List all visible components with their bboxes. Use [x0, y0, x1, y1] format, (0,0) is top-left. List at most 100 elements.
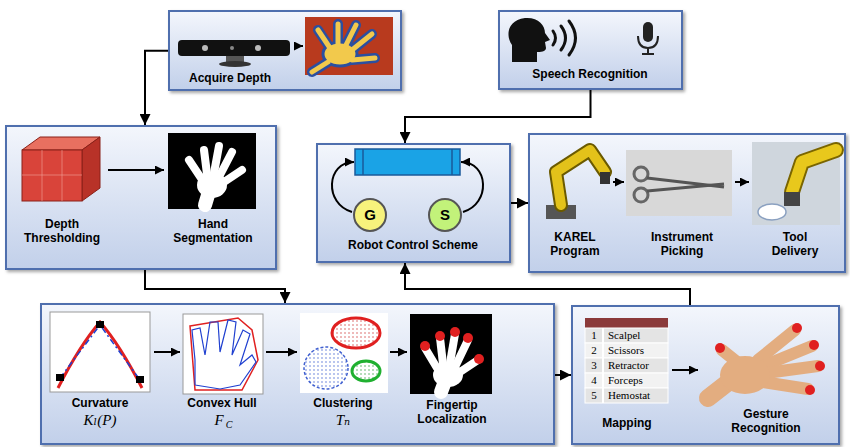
gesture-hand	[708, 323, 825, 398]
step-arrow	[672, 369, 698, 371]
hand-skin	[708, 330, 818, 398]
finger	[460, 360, 478, 372]
finger	[346, 25, 356, 45]
segmented-hand	[168, 133, 256, 209]
depth-background	[305, 17, 393, 75]
fingertip-dots	[420, 327, 484, 364]
fingertip-dot	[815, 361, 825, 371]
table-cell: Forceps	[608, 373, 666, 388]
volume-top	[22, 137, 100, 150]
step-arrow	[154, 351, 180, 353]
finger	[425, 348, 437, 368]
robot-base	[546, 205, 576, 219]
wrist	[441, 384, 444, 392]
step-arrow	[266, 351, 297, 353]
table-index: 5	[586, 388, 602, 403]
volume-grid	[22, 150, 82, 201]
curvature-plot	[50, 312, 150, 392]
chord-line	[60, 325, 140, 380]
gripper	[784, 192, 800, 206]
flow-arrow	[511, 202, 528, 204]
arm-outline	[556, 150, 605, 205]
finger	[758, 330, 795, 360]
microphone	[638, 22, 658, 54]
mapping-table	[585, 318, 668, 403]
process-panel: KAREL Program Instrument Picking Tool Deli…	[528, 133, 846, 273]
wrist	[205, 195, 208, 205]
finger	[766, 366, 818, 373]
forceps-ring	[634, 188, 648, 202]
kinect-lens	[230, 46, 234, 50]
block-divider	[451, 149, 453, 175]
fingertip-dot	[463, 333, 473, 343]
step-arrow	[294, 45, 303, 47]
mic-holder	[638, 36, 658, 48]
finger	[352, 34, 372, 50]
step-label: Depth Thresholding	[16, 217, 108, 246]
finger	[189, 160, 201, 178]
table-index: 2	[586, 343, 602, 358]
hand-fill	[312, 24, 375, 72]
mic-head	[643, 22, 653, 42]
process-panel: Acquire Depth	[168, 10, 402, 91]
table-row	[585, 343, 668, 358]
kinect-lens	[202, 45, 208, 51]
mask-background	[410, 314, 492, 394]
process-panel: CurvatureKₗ(P)Convex HullFCClusteringTₙF…	[40, 303, 555, 445]
forceps-shaft	[647, 184, 724, 191]
arm-body	[792, 150, 836, 192]
fingertip-dot	[450, 327, 460, 337]
fingertip-dot	[805, 385, 815, 395]
step-label: Instrument Picking	[636, 230, 728, 259]
block-divider	[362, 149, 364, 175]
cluster-ring	[352, 361, 380, 381]
sound-wave	[561, 26, 566, 50]
hull-polygon	[190, 318, 258, 390]
column-divider	[602, 328, 604, 403]
flow-arrow	[145, 270, 285, 303]
table-cell: Retractor	[608, 358, 666, 373]
step-label: Convex Hull	[172, 396, 272, 410]
forceps-ring	[634, 167, 648, 181]
table-index: 4	[586, 373, 602, 388]
math-symbol: C	[224, 419, 234, 431]
table-cell: Scissors	[608, 343, 666, 358]
palm	[720, 356, 770, 394]
step-label: Hand Segmentation	[163, 217, 263, 246]
convex-hull-plot	[183, 314, 263, 394]
math-symbol: Tₙ	[313, 411, 373, 429]
process-panel: Speech Recognition	[498, 10, 683, 90]
flow-arrow	[555, 374, 571, 376]
fingertip-dot	[435, 331, 445, 341]
sample-point	[96, 321, 104, 328]
sample-point	[136, 376, 144, 383]
table-cell: Hemostat	[608, 388, 666, 403]
step-label: Acquire Depth	[170, 71, 290, 85]
fingertip-dot	[474, 354, 484, 364]
math-symbol: Kₗ(P)	[60, 411, 140, 429]
wrist	[708, 384, 726, 398]
arm-outline	[792, 150, 836, 192]
feedback-loop	[461, 162, 483, 212]
flow-arrow	[145, 51, 168, 125]
step-label: Mapping	[582, 416, 672, 430]
arm-body	[556, 150, 605, 205]
grid-line	[42, 150, 43, 201]
finger	[333, 24, 343, 45]
sound-waves	[553, 21, 576, 55]
step-arrow	[390, 351, 407, 353]
table-index: 1	[586, 328, 602, 343]
step-label: Speech Recognition	[505, 67, 675, 81]
table-index: 3	[586, 358, 602, 373]
plot-frame	[50, 312, 150, 392]
kinect-sensor	[178, 40, 290, 67]
photo-background	[752, 142, 840, 225]
mic-base	[642, 53, 654, 55]
step-label: KAREL Program	[533, 230, 617, 259]
finger	[224, 170, 242, 182]
wrist	[312, 62, 328, 72]
depth-image	[305, 17, 393, 75]
step-label: Tool Delivery	[763, 230, 827, 259]
finger	[352, 58, 375, 60]
